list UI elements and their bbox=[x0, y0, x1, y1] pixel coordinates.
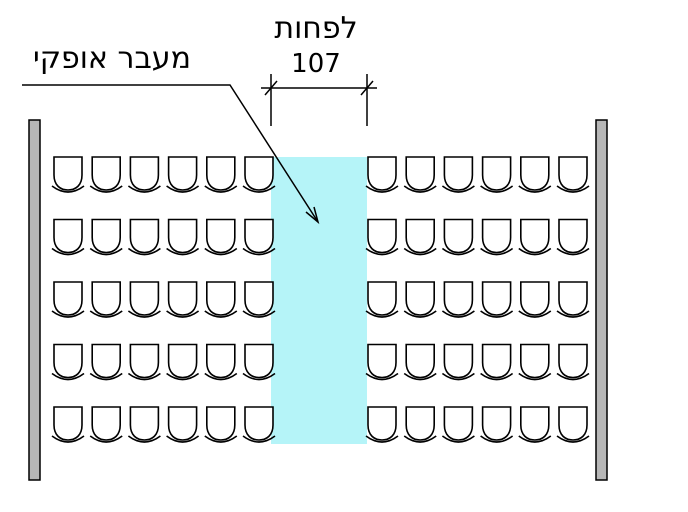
dimension-value: 107 bbox=[291, 49, 341, 79]
seat bbox=[403, 218, 437, 256]
seat bbox=[441, 218, 475, 256]
seat bbox=[365, 343, 399, 381]
seat-grid bbox=[51, 156, 590, 443]
dimension-tick-left bbox=[264, 80, 278, 96]
seat bbox=[204, 343, 238, 381]
seat bbox=[51, 406, 85, 443]
seat bbox=[403, 281, 437, 318]
seat bbox=[441, 281, 475, 318]
seat bbox=[204, 156, 238, 193]
seat bbox=[518, 343, 552, 381]
seat bbox=[51, 343, 85, 381]
seat bbox=[89, 218, 123, 256]
seat bbox=[166, 406, 200, 443]
left-wall bbox=[28, 119, 41, 481]
seat bbox=[518, 406, 552, 443]
seat bbox=[480, 281, 514, 318]
seat bbox=[51, 281, 85, 318]
seat bbox=[89, 156, 123, 193]
aisle-label: מעבר אופקי bbox=[33, 41, 191, 76]
seat bbox=[51, 218, 85, 256]
aisle-leader-arrowhead bbox=[305, 206, 320, 225]
seat bbox=[480, 218, 514, 256]
seat bbox=[518, 281, 552, 318]
seat bbox=[166, 343, 200, 381]
seat bbox=[89, 281, 123, 318]
seat bbox=[556, 281, 590, 318]
seat bbox=[556, 406, 590, 443]
seat bbox=[89, 406, 123, 443]
seat bbox=[480, 406, 514, 443]
seat bbox=[518, 218, 552, 256]
seat bbox=[204, 406, 238, 443]
aisle-leader-line bbox=[22, 84, 319, 223]
seat bbox=[166, 281, 200, 318]
seat bbox=[480, 156, 514, 193]
seat bbox=[166, 218, 200, 256]
seat bbox=[403, 406, 437, 443]
seat bbox=[242, 281, 276, 318]
seat bbox=[127, 281, 161, 318]
seat bbox=[127, 218, 161, 256]
seat bbox=[556, 156, 590, 193]
right-wall bbox=[595, 119, 608, 481]
seat bbox=[127, 156, 161, 193]
seat bbox=[441, 156, 475, 193]
seat bbox=[204, 218, 238, 256]
seat bbox=[242, 218, 276, 256]
seat bbox=[518, 156, 552, 193]
seat bbox=[242, 343, 276, 381]
min-label: לפחות bbox=[274, 11, 357, 46]
seat bbox=[556, 218, 590, 256]
dimension-tick-right bbox=[360, 80, 374, 96]
seat bbox=[89, 343, 123, 381]
seat bbox=[480, 343, 514, 381]
seat bbox=[403, 156, 437, 193]
seat bbox=[365, 156, 399, 193]
seat bbox=[127, 343, 161, 381]
seat bbox=[365, 406, 399, 443]
seat bbox=[365, 218, 399, 256]
seat bbox=[204, 281, 238, 318]
seat bbox=[127, 406, 161, 443]
seat bbox=[242, 156, 276, 193]
seat bbox=[242, 406, 276, 443]
seat bbox=[441, 343, 475, 381]
seat bbox=[166, 156, 200, 193]
seat bbox=[365, 281, 399, 318]
horizontal-aisle bbox=[271, 157, 367, 444]
seat bbox=[556, 343, 590, 381]
seat bbox=[441, 406, 475, 443]
seat bbox=[403, 343, 437, 381]
seat bbox=[51, 156, 85, 193]
